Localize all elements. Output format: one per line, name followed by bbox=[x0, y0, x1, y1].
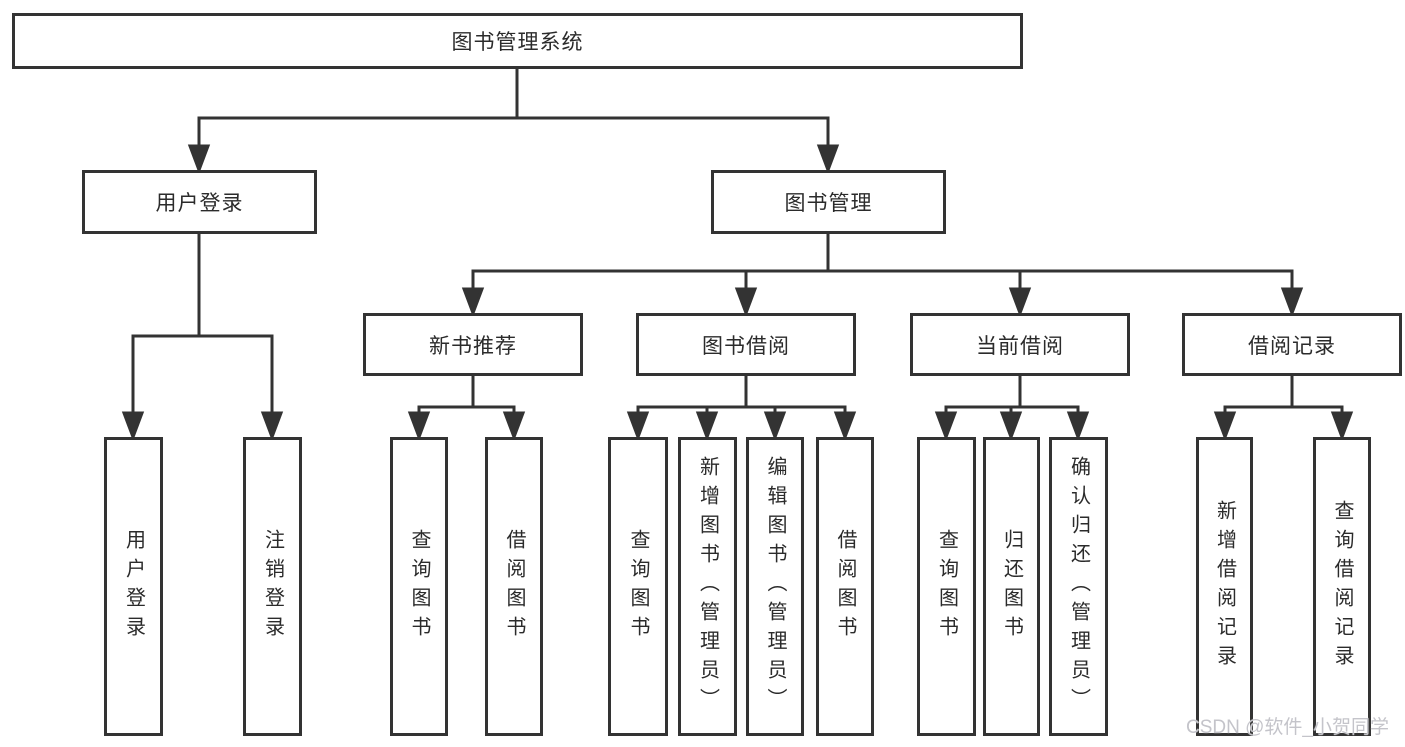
node-label: 借阅图书 bbox=[503, 528, 525, 645]
node-book-management: 图书管理 bbox=[711, 170, 946, 234]
node-label: 查询图书 bbox=[408, 528, 430, 645]
node-label: 注销登录 bbox=[261, 528, 284, 645]
node-label: 归还图书 bbox=[1000, 528, 1023, 645]
node-user-login: 用户登录 bbox=[82, 170, 317, 234]
node-label: 确认归还（管理员） bbox=[1067, 456, 1090, 717]
node-label: 新增图书（管理员） bbox=[696, 456, 719, 717]
leaf-add-borrow-record: 新增借阅记录 bbox=[1196, 437, 1253, 736]
leaf-query-books: 查询图书 bbox=[390, 437, 448, 736]
node-label: 当前借阅 bbox=[976, 334, 1064, 358]
node-borrowing-records: 借阅记录 bbox=[1182, 313, 1402, 376]
leaf-query-books: 查询图书 bbox=[917, 437, 976, 736]
connector-newbookrec-to-leaves bbox=[407, 374, 526, 442]
node-current-borrowing: 当前借阅 bbox=[910, 313, 1130, 376]
leaf-borrow-books: 借阅图书 bbox=[816, 437, 874, 736]
node-label: 借阅图书 bbox=[834, 528, 856, 645]
node-label: 借阅记录 bbox=[1248, 334, 1336, 358]
leaf-query-books: 查询图书 bbox=[608, 437, 668, 736]
connector-userlogin-to-leaves bbox=[121, 232, 284, 442]
leaf-query-borrow-record: 查询借阅记录 bbox=[1313, 437, 1371, 736]
node-book-borrowing: 图书借阅 bbox=[636, 313, 856, 376]
connector-bookborrow-to-leaves bbox=[626, 374, 857, 442]
node-new-book-recommend: 新书推荐 bbox=[363, 313, 583, 376]
node-label: 用户登录 bbox=[122, 528, 145, 645]
leaf-logout: 注销登录 bbox=[243, 437, 302, 736]
connector-borrowrecords-to-leaves bbox=[1213, 374, 1354, 442]
node-library-management-system: 图书管理系统 bbox=[12, 13, 1023, 69]
connector-root-to-level2 bbox=[187, 67, 840, 175]
node-label: 新增借阅记录 bbox=[1213, 499, 1236, 674]
connector-bookmgmt-to-level3 bbox=[461, 232, 1304, 318]
node-label: 编辑图书（管理员） bbox=[764, 456, 786, 717]
leaf-confirm-return-admin: 确认归还（管理员） bbox=[1049, 437, 1108, 736]
csdn-watermark: CSDN @软件_小贺同学 bbox=[1186, 717, 1389, 738]
leaf-edit-books-admin: 编辑图书（管理员） bbox=[746, 437, 804, 736]
leaf-borrow-books: 借阅图书 bbox=[485, 437, 543, 736]
node-label: 查询图书 bbox=[935, 528, 958, 645]
node-label: 图书管理系统 bbox=[451, 31, 584, 54]
node-label: 新书推荐 bbox=[429, 334, 517, 358]
leaf-return-books: 归还图书 bbox=[983, 437, 1040, 736]
leaf-add-books-admin: 新增图书（管理员） bbox=[678, 437, 737, 736]
node-label: 图书借阅 bbox=[702, 334, 790, 358]
node-label: 用户登录 bbox=[155, 192, 244, 215]
leaf-user-login: 用户登录 bbox=[104, 437, 163, 736]
connector-currentborrow-to-leaves bbox=[934, 374, 1090, 442]
node-label: 查询借阅记录 bbox=[1331, 499, 1353, 674]
node-label: 查询图书 bbox=[627, 528, 649, 645]
node-label: 图书管理 bbox=[784, 192, 873, 215]
